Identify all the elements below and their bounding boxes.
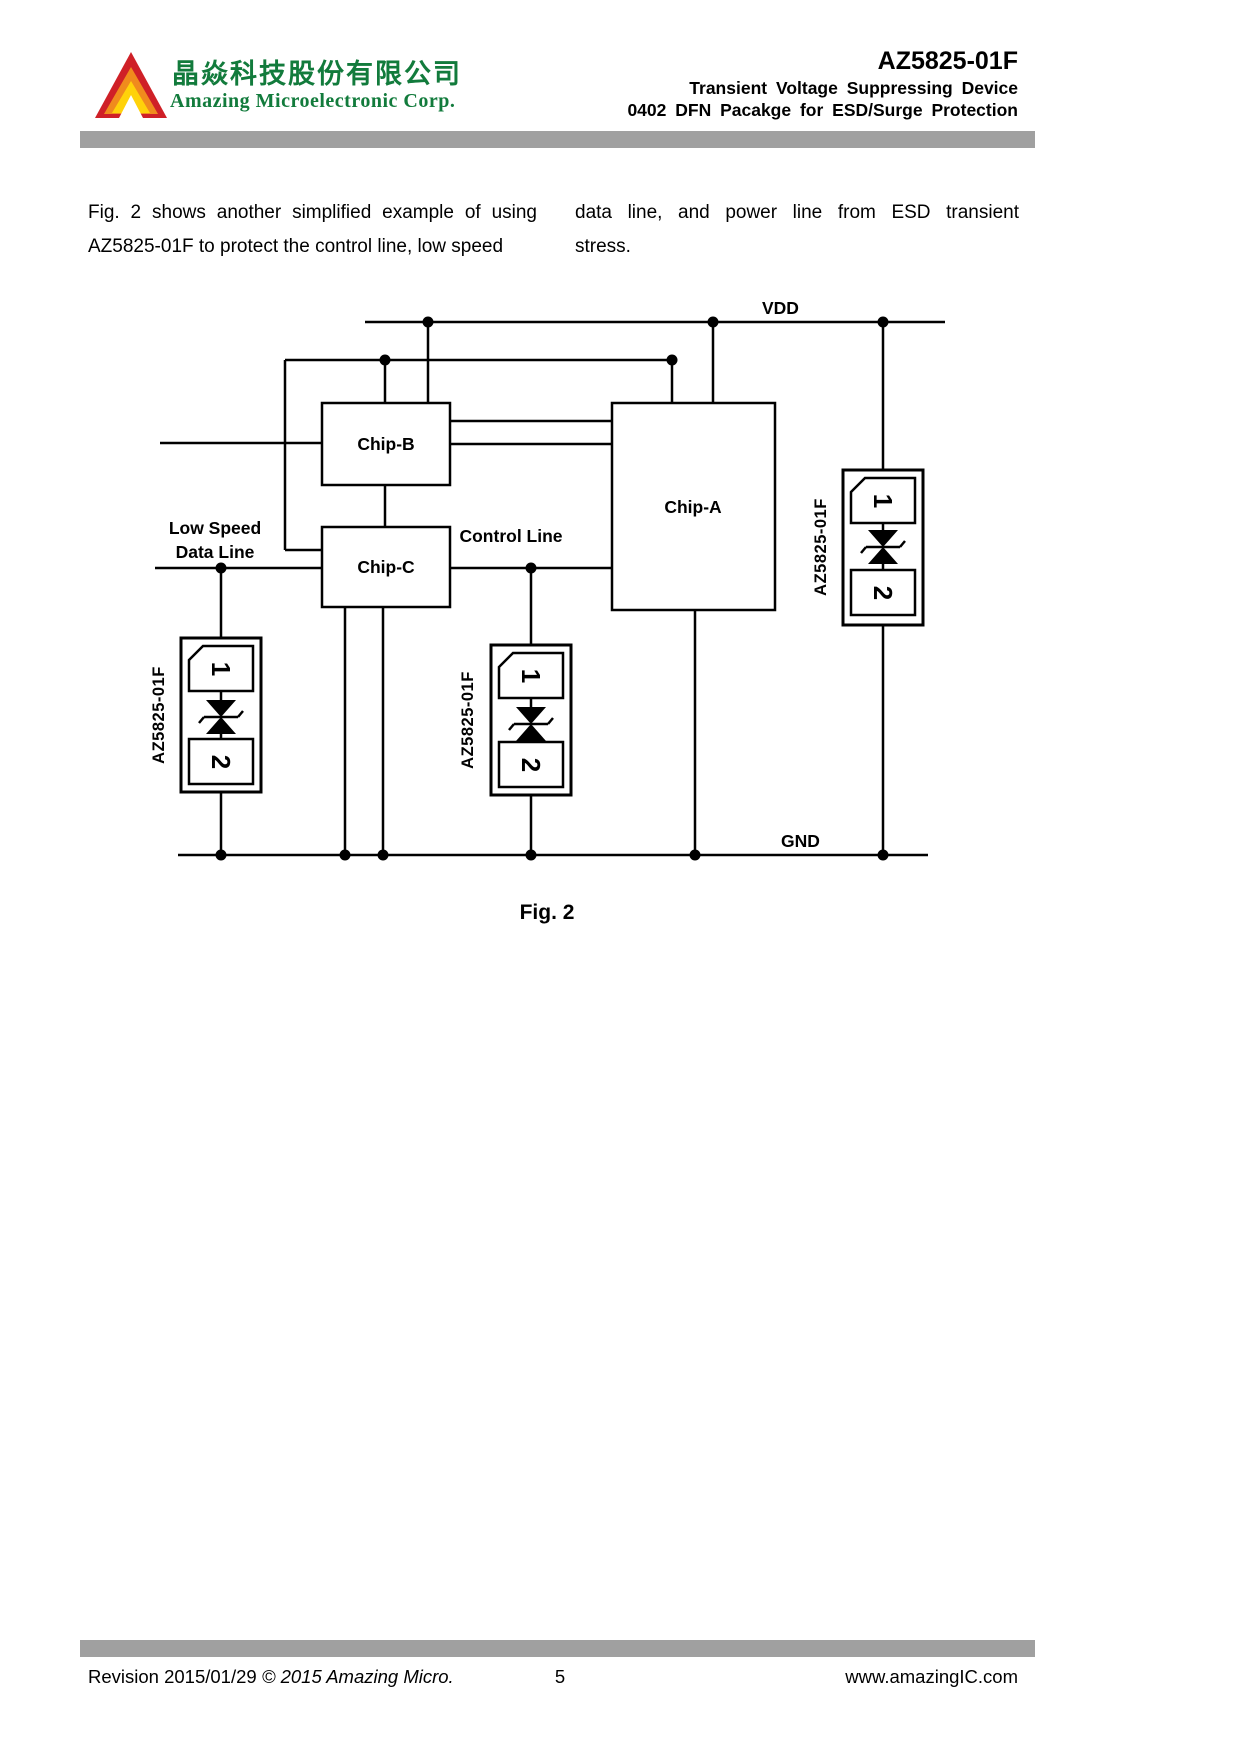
header-divider-bar xyxy=(80,131,1035,148)
junction-dots xyxy=(215,316,889,861)
pin2-pad xyxy=(849,568,917,617)
wires xyxy=(155,320,945,857)
pin2-number: 2 xyxy=(516,758,546,772)
tvs-device-middle: 1 2 AZ5825-01F xyxy=(459,643,573,797)
tvs-diode-symbol xyxy=(547,717,554,725)
vdd-label: VDD xyxy=(762,298,799,318)
tvs-device-right: 1 2 AZ5825-01F xyxy=(812,468,925,627)
chip-b-label: Chip-B xyxy=(357,434,414,454)
tvs-diode-symbol xyxy=(868,547,898,564)
footer-revision-text: Revision 2015/01/29 xyxy=(88,1666,262,1687)
chip-b-box xyxy=(320,401,452,487)
junction-dot xyxy=(707,316,719,328)
chip-a-label: Chip-A xyxy=(664,497,722,517)
gnd-label: GND xyxy=(781,831,820,851)
junction-dot xyxy=(422,316,434,328)
pin2-number: 2 xyxy=(868,586,898,600)
low-speed-data-line-label: Data Line xyxy=(176,542,255,562)
low-speed-data-line-label: Low Speed xyxy=(169,518,261,538)
tvs-device-left: 1 2 AZ5825-01F xyxy=(150,636,263,794)
body-text-column-left: Fig. 2 shows another simplified example … xyxy=(88,196,537,264)
tvs-part-label: AZ5825-01F xyxy=(459,671,477,769)
tvs-diode-symbol xyxy=(516,707,546,724)
company-logo xyxy=(95,52,167,118)
pin1-number: 1 xyxy=(206,662,236,676)
pin1-number: 1 xyxy=(516,669,546,683)
tvs-diode-symbol xyxy=(206,717,236,734)
body-line: AZ5825-01F to protect the control line, … xyxy=(88,236,504,257)
logo-notch xyxy=(119,95,143,118)
doc-subtitle-2: 0402 DFN Pacakge for ESD/Surge Protectio… xyxy=(627,100,1018,120)
pin2-pad xyxy=(497,740,565,789)
doc-subtitle-1: Transient Voltage Suppressing Device xyxy=(689,78,1018,98)
junction-dot xyxy=(689,849,701,861)
chip-c-label: Chip-C xyxy=(357,557,415,577)
tvs-diode-symbol xyxy=(860,546,867,554)
body-line: Fig. 2 shows another simplified example … xyxy=(88,202,537,223)
junction-dot xyxy=(215,849,227,861)
tvs-diode-symbol xyxy=(868,530,898,547)
body-text-column-right: data line, and power line from ESD trans… xyxy=(575,196,1019,264)
tvs-diode-symbol xyxy=(508,723,515,731)
tvs-diode-symbol xyxy=(206,700,236,717)
chip-c-box xyxy=(320,525,452,609)
footer-divider-bar xyxy=(80,1640,1035,1657)
company-name-english: Amazing Microelectronic Corp. xyxy=(170,90,456,112)
junction-dot xyxy=(379,354,391,366)
figure2-circuit-diagram: Chip-B Chip-A Chip-C VDD GND Low Speed D… xyxy=(150,298,945,861)
tvs-diode-symbol xyxy=(516,724,546,741)
junction-dot xyxy=(215,562,227,574)
company-name-chinese: 晶焱科技股份有限公司 xyxy=(172,59,462,89)
part-number: AZ5825-01F xyxy=(877,47,1018,75)
chip-a-box xyxy=(610,401,777,612)
figure-caption: Fig. 2 xyxy=(519,901,575,924)
junction-dot xyxy=(525,562,537,574)
tvs-diode-symbol xyxy=(899,540,906,548)
tvs-diode-symbol xyxy=(198,716,205,724)
document-title-block: AZ5825-01F Transient Voltage Suppressing… xyxy=(627,46,1018,121)
pin1-number: 1 xyxy=(868,494,898,508)
junction-dot xyxy=(877,316,889,328)
body-line: stress. xyxy=(575,236,631,257)
pin2-pad xyxy=(187,737,255,786)
tvs-part-label: AZ5825-01F xyxy=(812,498,830,596)
tvs-diode-symbol xyxy=(237,710,244,718)
junction-dot xyxy=(666,354,678,366)
footer-copyright: © 2015 Amazing Micro. xyxy=(261,1666,454,1687)
junction-dot xyxy=(377,849,389,861)
body-line: data line, and power line from ESD trans… xyxy=(575,202,1019,223)
footer-revision: Revision 2015/01/29 © 2015 Amazing Micro… xyxy=(88,1666,454,1688)
footer-website: www.amazingIC.com xyxy=(845,1666,1018,1687)
junction-dot xyxy=(339,849,351,861)
footer-page-number: 5 xyxy=(554,1666,566,1687)
pin2-number: 2 xyxy=(206,755,236,769)
control-line-label: Control Line xyxy=(459,526,562,546)
junction-dot xyxy=(525,849,537,861)
junction-dot xyxy=(877,849,889,861)
tvs-part-label: AZ5825-01F xyxy=(150,666,168,764)
